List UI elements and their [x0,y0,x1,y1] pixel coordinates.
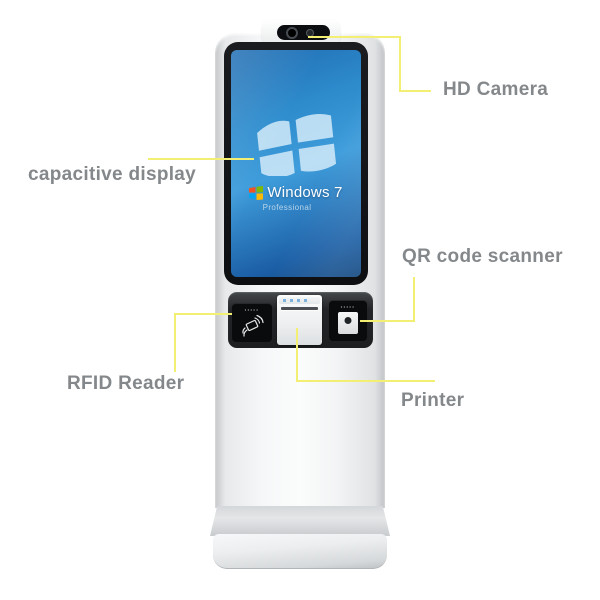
callout-line-printer [296,380,435,382]
qr-microtext: ••••• [340,304,356,309]
printer-leds-icon [283,299,309,302]
callout-line-qr-scanner [413,277,415,322]
screen-glare [231,50,361,277]
display-bezel: Windows 7 Professional [224,42,368,285]
callout-line-hd-camera [308,36,401,38]
printer-device [277,295,322,345]
os-name: Windows 7 [267,184,342,201]
windows-7-flag-icon [257,113,337,176]
rfid-contactless-icon [242,314,264,337]
callout-line-printer [296,328,298,382]
windows-logo-icon [249,185,264,200]
camera-lens-icon [286,26,298,39]
callout-line-qr-scanner [360,320,415,322]
label-rfid-reader: RFID Reader [67,373,185,394]
callout-line-rfid-reader [174,313,232,315]
callout-line-rfid-reader [174,313,176,372]
kiosk-base-plate [213,534,387,569]
os-edition: Professional [231,203,352,212]
camera-module [262,20,340,46]
label-qr-code-scanner: QR code scanner [402,246,563,267]
label-capacitive-display: capacitive display [28,164,197,185]
device-panel: ••••• ••••• [228,292,373,348]
rfid-microtext: ••••• [244,307,260,312]
printer-control-strip [279,297,320,304]
rfid-reader-device: ••••• [232,303,272,342]
callout-line-hd-camera [399,36,401,92]
label-printer: Printer [401,390,465,411]
callout-line-capacitive-display [148,158,254,160]
touch-screen: Windows 7 Professional [231,50,361,277]
label-hd-camera: HD Camera [443,79,549,100]
callout-line-hd-camera [399,90,431,92]
kiosk-base-neck [210,506,390,536]
windows-branding: Windows 7 [231,184,361,201]
qr-scanner-lens-icon [344,317,352,324]
printer-paper-slot [281,307,318,310]
qr-scanner-window-icon [338,312,358,334]
